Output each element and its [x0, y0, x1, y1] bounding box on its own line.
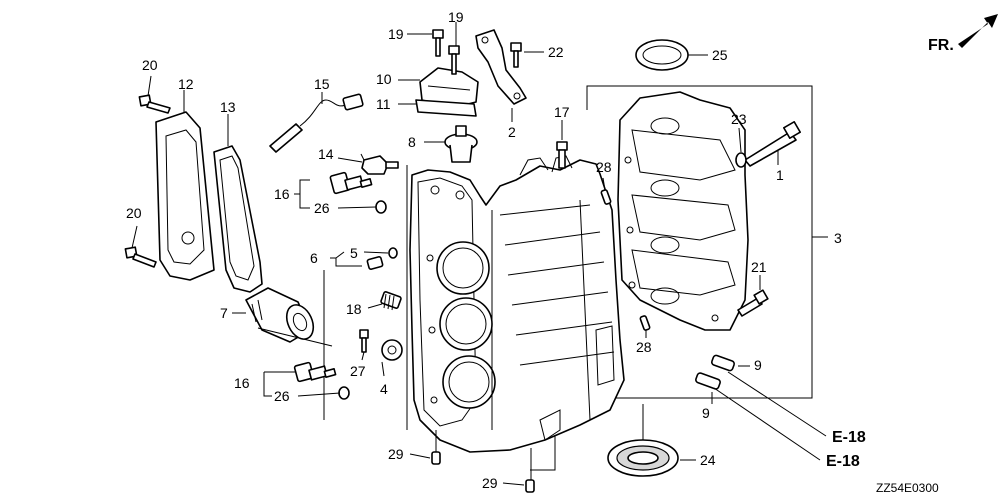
sensor-with-wire	[269, 93, 364, 153]
dowel-pin-lower	[639, 315, 651, 331]
dowel-29-lower	[525, 479, 535, 493]
callout-1: 1	[776, 167, 784, 183]
callout-9-b: 9	[702, 405, 710, 421]
callout-5: 5	[350, 245, 358, 261]
callout-26-b: 26	[274, 388, 290, 404]
part-18	[380, 291, 402, 311]
washer-26-lower	[338, 386, 350, 400]
grommet-4	[381, 339, 403, 361]
washer-26-upper	[375, 200, 387, 214]
callout-26-a: 26	[314, 200, 330, 216]
diagram-code: ZZ54E0300	[876, 481, 939, 495]
callout-6: 6	[310, 250, 318, 266]
dowel-29-upper	[431, 451, 441, 465]
bolt-19-a	[432, 29, 444, 57]
exhaust-cover	[155, 111, 215, 281]
callout-17: 17	[554, 104, 570, 120]
callout-10: 10	[376, 71, 392, 87]
thermostat	[444, 125, 478, 163]
callout-19-b: 19	[448, 9, 464, 25]
assembly-bracket-line	[555, 85, 813, 399]
callout-13: 13	[220, 99, 236, 115]
callout-27: 27	[350, 363, 366, 379]
callout-11: 11	[376, 96, 391, 112]
plug-5	[388, 247, 398, 259]
plug-6	[366, 256, 384, 270]
direction-label: FR.	[928, 37, 954, 54]
cylinder-block	[409, 155, 625, 453]
oil-filter	[245, 287, 315, 343]
callout-7: 7	[220, 305, 228, 321]
thermostat-cover	[415, 67, 479, 117]
callout-3: 3	[834, 230, 842, 246]
callout-18: 18	[346, 301, 362, 317]
bolt-21	[737, 289, 769, 317]
callout-23: 23	[731, 111, 747, 127]
bolt-20-b	[124, 246, 157, 268]
sensor-16-upper	[329, 171, 373, 195]
reference-label-e18-lower: E-18	[826, 453, 860, 470]
exhaust-gasket	[213, 145, 263, 293]
washer	[735, 152, 747, 168]
sender-14	[361, 155, 399, 175]
bearing	[607, 439, 679, 477]
callout-2: 2	[508, 124, 516, 140]
callout-4: 4	[380, 381, 388, 397]
front-direction-arrow: FR.	[928, 14, 998, 54]
mounting-bracket	[475, 29, 527, 105]
callout-28-b: 28	[636, 339, 652, 355]
callout-24: 24	[700, 452, 716, 468]
callout-15: 15	[314, 76, 330, 92]
fitting-9-upper	[710, 354, 736, 372]
callout-9-a: 9	[754, 357, 762, 373]
callout-20-b: 20	[126, 205, 142, 221]
callout-29-a: 29	[388, 446, 404, 462]
bolt-22	[510, 42, 522, 68]
callout-29-b: 29	[482, 475, 498, 491]
callout-16-b: 16	[234, 375, 250, 391]
callout-20-a: 20	[142, 57, 158, 73]
callout-28-a: 28	[596, 159, 612, 175]
callout-8: 8	[408, 134, 416, 150]
crankcase-bolt	[744, 121, 801, 167]
direction-arrow-icon	[958, 14, 998, 48]
callout-19-a: 19	[388, 26, 404, 42]
sensor-16-lower	[293, 361, 337, 383]
oil-seal	[635, 39, 689, 71]
fitting-9-lower	[695, 372, 721, 390]
dowel-pin-upper	[600, 189, 612, 205]
callout-16-a: 16	[274, 186, 290, 202]
leader-lines	[131, 22, 827, 486]
callout-14: 14	[318, 146, 334, 162]
callout-labels: 1 2 3 4 5 6 7 8 9 9 10 11 12 13 14 15 16…	[126, 9, 842, 491]
bolt-19-b	[448, 45, 460, 75]
bolt-20-a	[138, 94, 171, 114]
bolt-27	[359, 329, 369, 353]
crankcase	[617, 91, 749, 331]
callout-21: 21	[751, 259, 767, 275]
sensor-17	[556, 141, 568, 169]
reference-label-e18-upper: E-18	[832, 429, 866, 446]
callout-22: 22	[548, 44, 564, 60]
callout-25: 25	[712, 47, 728, 63]
callout-12: 12	[178, 76, 194, 92]
